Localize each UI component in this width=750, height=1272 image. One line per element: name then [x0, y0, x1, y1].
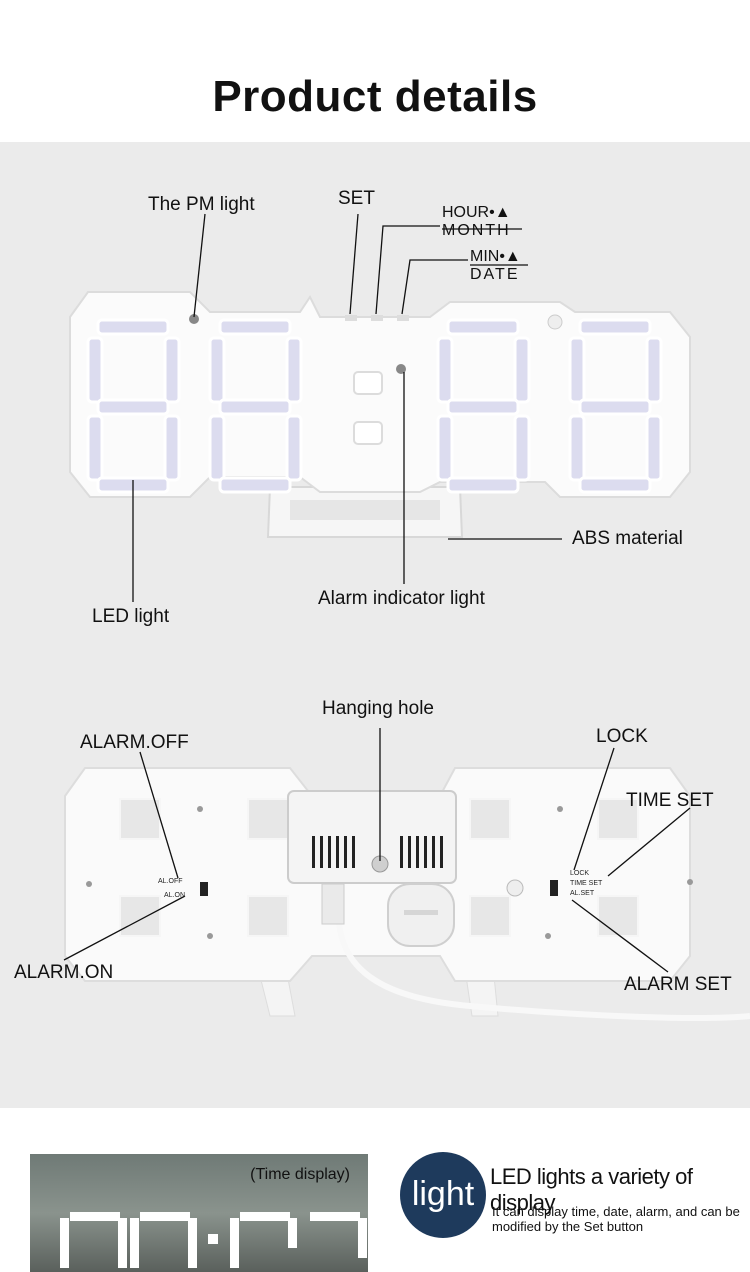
- digit-4-seg: [578, 476, 652, 494]
- colon-top: [353, 371, 383, 395]
- page-title: Product details: [212, 72, 538, 121]
- digit-2-seg: [218, 398, 292, 416]
- digit-1-seg: [96, 398, 170, 416]
- pm-light-dot: [189, 314, 199, 324]
- digit-1-seg: [86, 336, 104, 404]
- digit-4-seg: [578, 318, 652, 336]
- alarm-off-label: ALARM.OFF: [80, 732, 189, 753]
- time-set-label: TIME SET: [626, 790, 714, 811]
- time-display-photo: (Time display): [30, 1154, 368, 1272]
- hour-button-shape: [371, 315, 383, 321]
- digit-4-seg: [578, 398, 652, 416]
- min-button-shape: [397, 315, 409, 321]
- alarm-switch: [200, 882, 208, 896]
- digit-2-seg: [208, 414, 226, 482]
- date-label: DATE: [470, 266, 520, 283]
- lit-digits-graphic: [60, 1212, 367, 1268]
- screws: [86, 806, 693, 939]
- switch-al-off: AL.OFF: [158, 878, 183, 885]
- pm-light-label: The PM light: [148, 194, 255, 215]
- digit-2-seg: [208, 336, 226, 404]
- back-leader-lines: [63, 728, 691, 973]
- switch-time-set: TIME SET: [570, 880, 603, 887]
- led-light-label: LED light: [92, 606, 170, 627]
- digit-3-seg: [436, 336, 454, 404]
- hanging-hole-label: Hanging hole: [322, 698, 434, 719]
- digit-3-seg: [436, 414, 454, 482]
- digit-4-seg: [568, 336, 586, 404]
- clock-back-illustration: [63, 728, 750, 1021]
- light-badge: light: [400, 1152, 486, 1238]
- usb-plug: [321, 883, 345, 925]
- digit-2-seg: [285, 414, 303, 482]
- digit-1-seg: [163, 414, 181, 482]
- set-label: SET: [338, 188, 375, 209]
- feature-section: (Time display) light LED lights a variet…: [0, 1108, 750, 1272]
- digit-1-seg: [96, 318, 170, 336]
- hour-label: HOUR•▲: [442, 204, 511, 221]
- back-view-panel: Hanging hole ALARM.OFF LOCK TIME SET ALA…: [0, 656, 750, 1108]
- digit-1-seg: [86, 414, 104, 482]
- digit-2-seg: [218, 476, 292, 494]
- switch-al-set: AL.SET: [570, 890, 595, 897]
- top-right-dot: [547, 314, 563, 330]
- digit-3-seg: [513, 414, 531, 482]
- alarm-set-label: ALARM SET: [624, 974, 732, 995]
- usb-cable: [335, 885, 750, 1021]
- stand-inner: [290, 500, 440, 520]
- leader-lines: [132, 213, 562, 602]
- digit-4-seg: [568, 414, 586, 482]
- digit-3-seg: [446, 398, 520, 416]
- min-label: MIN•▲: [470, 248, 521, 265]
- alarm-indicator-label: Alarm indicator light: [318, 588, 485, 609]
- feature-headline: LED lights a variety of display: [490, 1164, 693, 1215]
- digit-2-seg: [285, 336, 303, 404]
- switch-lock: LOCK: [570, 870, 590, 877]
- vent-slots: [312, 836, 443, 868]
- digit-1-seg: [163, 336, 181, 404]
- battery-latch: [404, 910, 438, 915]
- digit-3-seg: [513, 336, 531, 404]
- sensor-dot: [506, 879, 524, 897]
- mode-switch: [550, 880, 558, 896]
- alarm-on-label: ALARM.ON: [14, 962, 114, 983]
- digit-4-seg: [645, 336, 663, 404]
- alarm-indicator-dot: [396, 364, 406, 374]
- digit-4-seg: [645, 414, 663, 482]
- set-button-shape: [345, 315, 357, 321]
- colon-bottom: [353, 421, 383, 445]
- led-digits: [86, 318, 663, 494]
- front-view-panel: The PM light SET HOUR•▲ MONTH MIN•▲ DATE…: [0, 142, 750, 656]
- back-windows: [119, 798, 639, 937]
- digit-2-seg: [218, 318, 292, 336]
- abs-material-label: ABS material: [572, 528, 683, 549]
- digit-3-seg: [446, 318, 520, 336]
- lock-label: LOCK: [596, 726, 648, 747]
- digit-3-seg: [446, 476, 520, 494]
- month-label: MONTH: [442, 222, 511, 239]
- photo-caption: (Time display): [250, 1166, 350, 1183]
- feature-description: It can display time, date, alarm, and ca…: [492, 1204, 740, 1234]
- clock-front-illustration: [69, 213, 691, 602]
- switch-al-on: AL.ON: [164, 892, 186, 899]
